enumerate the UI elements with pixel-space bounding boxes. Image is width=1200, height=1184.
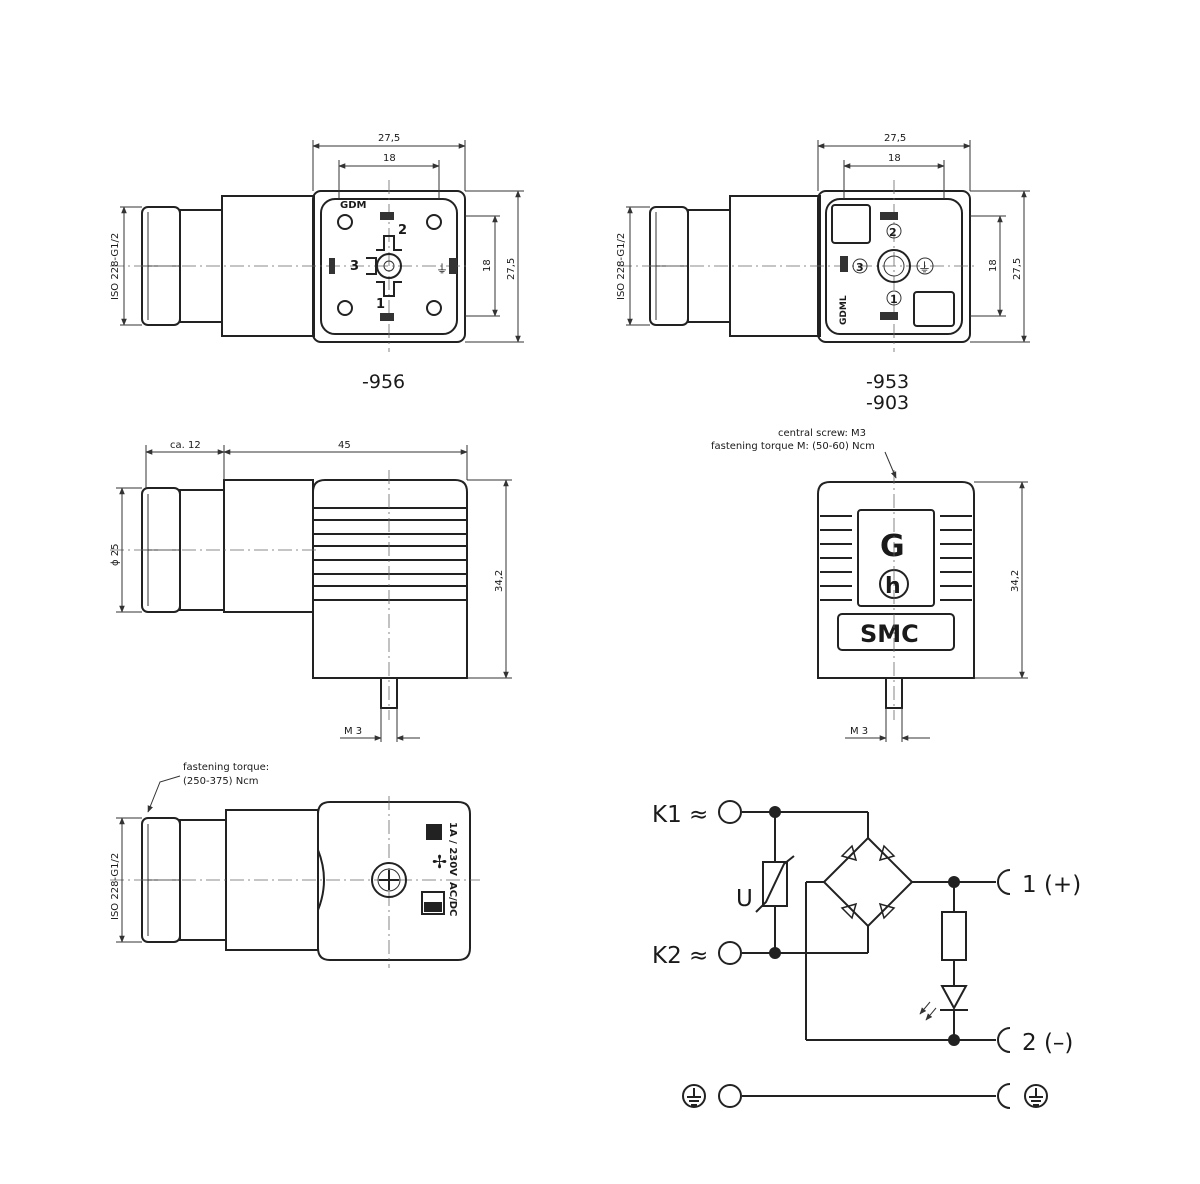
dim-width-inner: 18	[888, 153, 901, 164]
pin-hole	[426, 214, 442, 230]
logo-g: G	[880, 529, 905, 564]
label-varistor: U	[736, 886, 753, 912]
led-diode	[940, 985, 968, 1011]
pin-label-2: 2	[398, 223, 407, 238]
dim-diameter: ϕ 25	[110, 544, 121, 567]
thread-label: ISO 228-G1/2	[616, 233, 627, 300]
terminal-earth-in	[718, 1084, 742, 1108]
earth-ground-icon: ⏚	[918, 261, 931, 276]
dim-width-outer: 27,5	[378, 133, 400, 144]
terminal-2	[997, 1027, 1011, 1053]
acdc-label: AC/DC	[447, 882, 458, 916]
pin-hole	[337, 214, 353, 230]
variant-caption-953: -953	[866, 371, 909, 393]
bridge-rectifier	[822, 836, 914, 928]
side-view: ca. 12 45 ϕ 25 34,2 M 3	[110, 440, 512, 742]
screw-note-1: central screw: M3	[778, 428, 866, 439]
coil-symbol-icon: ✢	[432, 852, 447, 873]
dim-height-outer: 27,5	[1012, 258, 1023, 280]
pin-label-2: 2	[889, 226, 897, 239]
central-screw	[877, 249, 911, 283]
junction-dot	[948, 876, 960, 888]
label-out-negative: 2 (–)	[1022, 1030, 1073, 1056]
terminal-k1	[718, 800, 742, 824]
logo-panel	[857, 509, 935, 607]
front-view-956: GDM 2 3 1 ⏚ 27,5 18 18 27,5 ISO 228-G1/2…	[110, 133, 524, 393]
pin-hole	[337, 300, 353, 316]
central-screw	[885, 677, 903, 709]
dim-screw: M 3	[344, 726, 362, 737]
label-k2: K2 ≈	[652, 943, 708, 969]
earth-ground-icon	[1024, 1084, 1048, 1108]
earth-ground-icon	[682, 1084, 706, 1108]
housing-body	[312, 479, 468, 679]
thread-label: ISO 228-G1/2	[110, 853, 121, 920]
dim-cable-gland: ca. 12	[170, 440, 201, 451]
rear-view: G h SMC central screw: M3 fastening torq…	[711, 428, 1028, 742]
front-view-953-903: 2 3 1 ⏚ GDML 27,5 18 18 27,5 ISO 228-G1/…	[616, 133, 1030, 414]
dim-width-outer: 27,5	[884, 133, 906, 144]
brand-mark: GDML	[839, 295, 849, 325]
dim-screw: M 3	[850, 726, 868, 737]
pin-label-3: 3	[856, 261, 864, 274]
label-k1: K1 ≈	[652, 802, 708, 828]
thread-label: ISO 228-G1/2	[110, 233, 121, 300]
earth-ground-icon: ⏚	[436, 262, 448, 276]
pin-label-3: 3	[350, 259, 359, 274]
rating-icon	[426, 824, 442, 840]
variant-caption-903: -903	[866, 392, 909, 414]
terminal-k2	[718, 941, 742, 965]
housing-neck	[223, 479, 314, 613]
dim-height-inner: 18	[482, 259, 493, 272]
top-view: ✢ 1A / 230V AC/DC fastening torque: (250…	[110, 762, 480, 968]
central-screw	[371, 862, 407, 898]
brand-mark: GDM	[340, 200, 367, 211]
junction-dot	[948, 1034, 960, 1046]
contact-cross	[366, 235, 402, 297]
terminal-1	[997, 869, 1011, 895]
dim-height: 34,2	[494, 570, 505, 592]
dim-height-outer: 27,5	[506, 258, 517, 280]
pin-label-1: 1	[890, 293, 898, 306]
torque-note-2: (250-375) Ncm	[183, 776, 258, 787]
rating-label: 1A / 230V	[447, 822, 458, 876]
pin-label-1: 1	[376, 297, 385, 312]
dim-length: 45	[338, 440, 351, 451]
terminal-earth-out	[997, 1083, 1011, 1109]
led-window	[831, 204, 871, 244]
logo-h: h	[885, 574, 901, 599]
dim-height-inner: 18	[988, 259, 999, 272]
led-window	[913, 291, 955, 327]
circuit-diagram: K1 ≈ K2 ≈ U 1 (+) 2 (–)	[652, 800, 1081, 1109]
resistor	[941, 911, 967, 961]
junction-dot	[769, 806, 781, 818]
housing-rear	[817, 481, 975, 679]
housing-top	[317, 801, 471, 961]
dim-width-inner: 18	[383, 153, 396, 164]
brand-plate	[837, 613, 955, 651]
varistor	[762, 861, 788, 907]
brand-name: SMC	[860, 620, 919, 648]
acdc-icon	[424, 902, 442, 912]
label-out-positive: 1 (+)	[1022, 872, 1081, 898]
variant-caption: -956	[362, 371, 405, 393]
pin-hole	[426, 300, 442, 316]
dim-height: 34,2	[1010, 570, 1021, 592]
junction-dot	[769, 947, 781, 959]
torque-note-1: fastening torque:	[183, 762, 269, 773]
screw-note-2: fastening torque M: (50-60) Ncm	[711, 441, 875, 452]
central-screw	[380, 677, 398, 709]
